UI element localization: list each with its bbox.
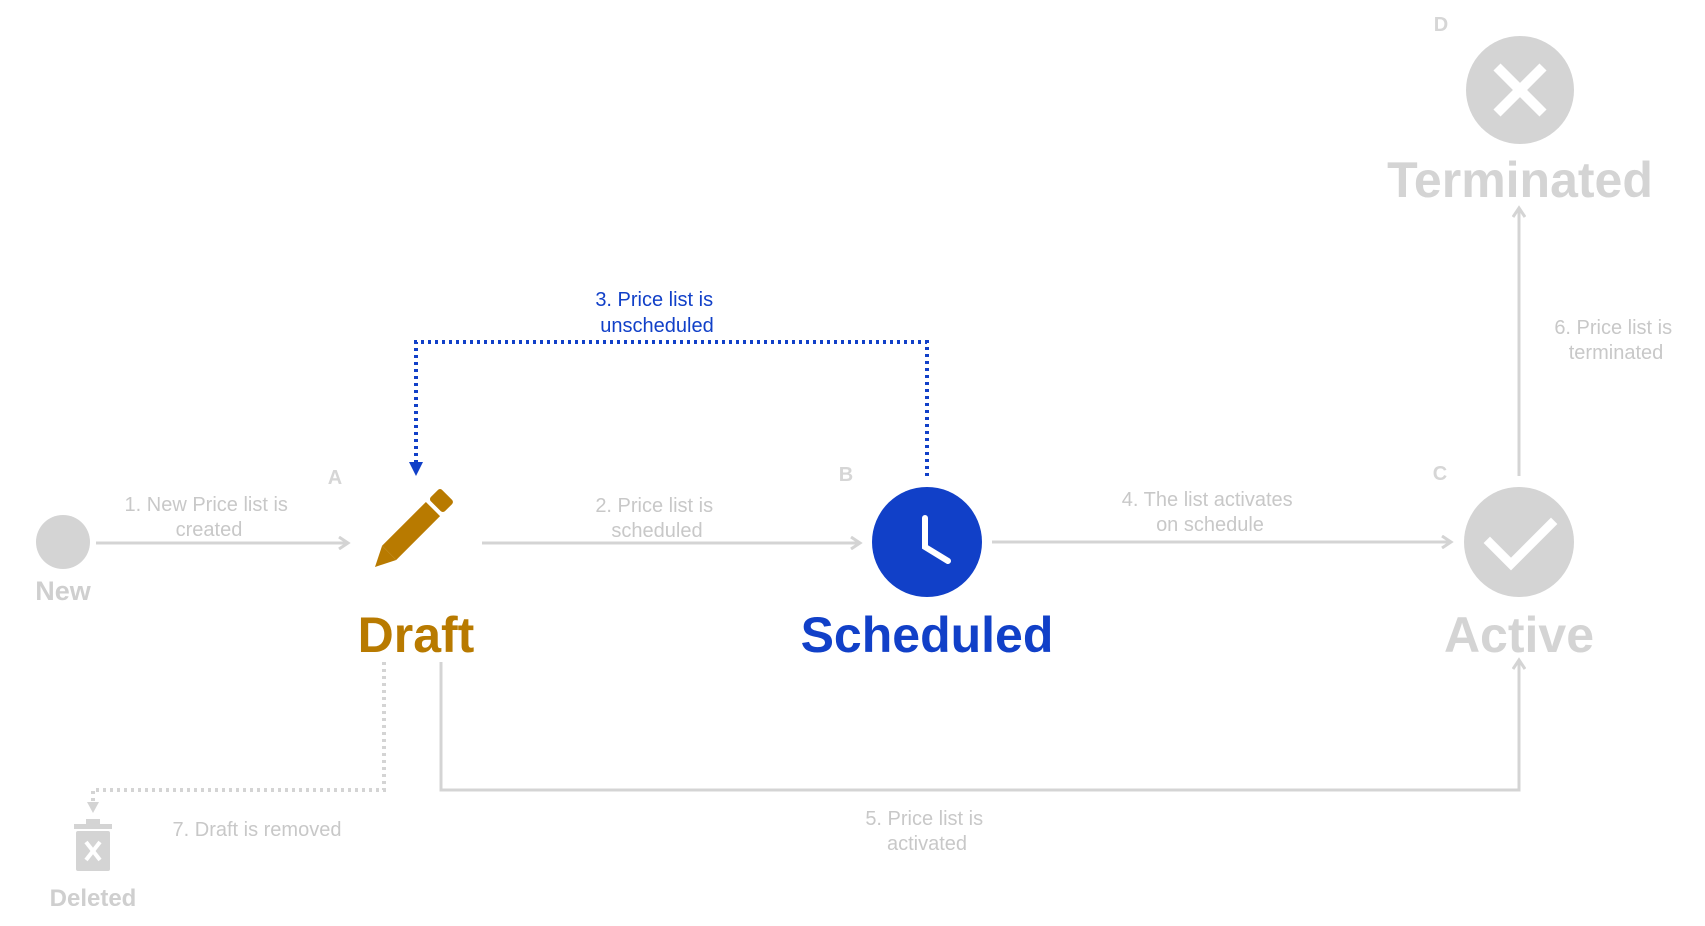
active-state-label: Active: [1444, 607, 1594, 663]
scheduled-state-label: Scheduled: [801, 607, 1054, 663]
pencil-icon: [374, 489, 453, 568]
transition-4-label: 4. The list activates on schedule: [1122, 489, 1298, 536]
draft-state-label: Draft: [358, 607, 475, 663]
transition-7-label: 7. Draft is removed: [173, 819, 342, 841]
transition-3-arrowhead: [409, 462, 423, 476]
active-node-letter: C: [1433, 463, 1447, 485]
transition-1-label: 1. New Price list is created: [125, 494, 294, 541]
clock-icon: [872, 487, 982, 597]
transition-2-label: 2. Price list is scheduled: [595, 495, 718, 542]
terminated-state-label: Terminated: [1387, 152, 1653, 208]
new-state-dot: [36, 515, 90, 569]
checkmark-icon: [1464, 487, 1574, 597]
transition-7-arrowhead: [87, 802, 99, 813]
x-icon: [1466, 36, 1574, 144]
transition-3-label: 3. Price list is unscheduled: [595, 289, 718, 337]
deleted-state-label: Deleted: [50, 885, 137, 912]
transition-5-label: 5. Price list is activated: [865, 808, 988, 855]
trash-icon: [74, 819, 112, 871]
transition-3-arrow: [414, 340, 929, 476]
scheduled-node-letter: B: [839, 464, 853, 486]
transition-5-arrow: [439, 660, 1519, 792]
transition-7-arrow: [91, 662, 386, 805]
transition-6-label: 6. Price list is terminated: [1554, 317, 1677, 364]
draft-node-letter: A: [328, 467, 342, 489]
new-state-label: New: [35, 576, 92, 606]
terminated-node-letter: D: [1434, 14, 1448, 36]
